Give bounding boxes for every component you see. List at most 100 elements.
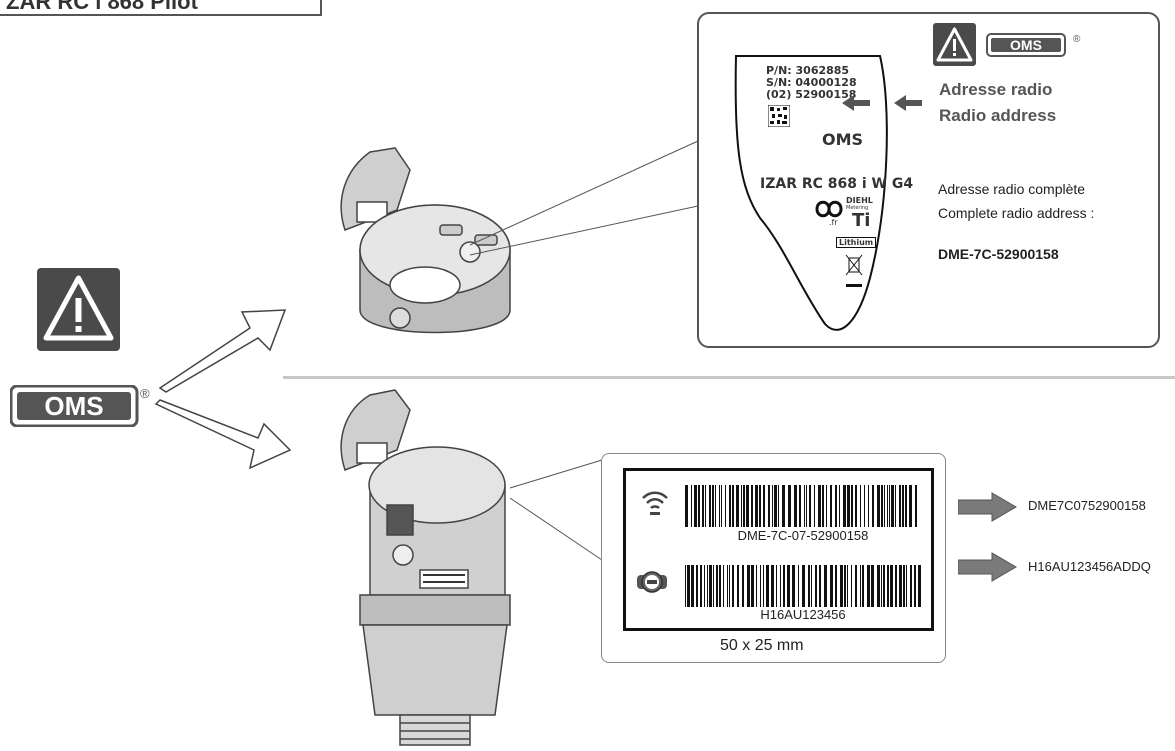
oms-logo-small: OMS — [986, 33, 1070, 57]
arrow-left-icon — [842, 95, 922, 111]
barcode-bar — [713, 565, 714, 607]
barcode-bar — [914, 565, 916, 607]
barcode-bar — [826, 485, 827, 527]
barcode-2-text: H16AU123456 — [760, 607, 846, 622]
metering-text: Metering — [846, 205, 869, 211]
arrow-right-icon — [958, 492, 1017, 522]
barcode-bar — [802, 565, 805, 607]
label-model: IZAR RC 868 i W G4 — [760, 176, 914, 192]
complete-address-fr: Adresse radio complète — [938, 181, 1086, 197]
wifi-icon — [642, 491, 668, 515]
arrow-right-icon-2 — [958, 552, 1017, 582]
barcode-bar — [685, 565, 686, 607]
barcode-bar — [835, 485, 837, 527]
ti-text: Ti — [852, 210, 871, 231]
barcode-bar — [855, 565, 857, 607]
barcode-bar — [756, 565, 757, 607]
barcode-bar — [830, 485, 832, 527]
barcode-bar — [792, 565, 795, 607]
complete-address-value: DME-7C-52900158 — [938, 246, 1059, 262]
barcode-bar — [899, 485, 901, 527]
barcode-bar — [881, 565, 882, 607]
barcode-bar — [895, 485, 896, 527]
barcode-1-text: DME-7C-07-52900158 — [737, 528, 869, 543]
oms-logo-small-text: OMS — [1010, 37, 1042, 53]
label-code: (02) 52900158 — [766, 88, 857, 101]
barcode-bar — [774, 485, 777, 527]
oms-logo: OMS — [9, 384, 150, 428]
barcode-bar — [895, 565, 897, 607]
device-bottom-image — [340, 389, 511, 746]
barcode-bar — [890, 565, 893, 607]
barcode-bar — [763, 565, 764, 607]
barcode-bar — [891, 485, 894, 527]
barcode-bar — [887, 485, 888, 527]
barcode-bar — [719, 565, 721, 607]
barcode-bar — [883, 565, 885, 607]
barcode-bar — [835, 565, 837, 607]
barcode-bar — [840, 565, 843, 607]
barcode-bar — [808, 565, 810, 607]
barcode-bar — [715, 485, 716, 527]
barcode-bar — [702, 485, 704, 527]
barcode-bar — [815, 565, 817, 607]
barcode-bar — [759, 485, 761, 527]
barcode-bar — [787, 565, 790, 607]
barcode-bar — [843, 485, 846, 527]
registered-mark: ® — [140, 386, 150, 401]
barcode-bar — [830, 565, 833, 607]
barcode-bar — [818, 485, 821, 527]
radio-address-en: Radio address — [939, 106, 1057, 125]
barcode-bar — [804, 485, 805, 527]
barcode-bar — [809, 485, 811, 527]
barcode-bar — [687, 565, 690, 607]
barcode-bar — [691, 565, 694, 607]
barcode-bar — [855, 485, 857, 527]
barcode-bar — [698, 485, 700, 527]
datamatrix-code — [768, 105, 790, 127]
weee-bin-icon — [845, 254, 863, 287]
device-top-image — [340, 147, 511, 334]
barcode-bar — [732, 565, 734, 607]
barcode-bar — [755, 485, 758, 527]
complete-address-en: Complete radio address : — [938, 205, 1095, 221]
barcode-bar — [743, 485, 745, 527]
barcode-bar — [864, 485, 865, 527]
barcode-bar — [799, 485, 801, 527]
barcode-bar — [872, 485, 874, 527]
barcode-bar — [737, 565, 739, 607]
barcode-bar — [844, 565, 846, 607]
barcode-bar — [899, 565, 902, 607]
barcode-bar — [877, 565, 880, 607]
barcode-bar — [788, 485, 791, 527]
barcode-bar — [782, 485, 785, 527]
barcode-bar — [716, 565, 718, 607]
output-radio-address: DME7C0752900158 — [1028, 498, 1146, 513]
diehl-text: DIEHL — [846, 196, 873, 205]
label-size: 50 x 25 mm — [720, 637, 804, 654]
barcode-bar — [889, 485, 890, 527]
barcode-bar — [763, 485, 765, 527]
barcode-bar — [685, 485, 688, 527]
barcode-bar — [727, 565, 728, 607]
diagram-title: ZAR RC i 868 Pilot — [0, 0, 322, 16]
barcode-bar — [768, 485, 770, 527]
diehl-logo-icon — [815, 200, 843, 218]
barcode-bar — [742, 565, 744, 607]
meter-icon — [637, 571, 667, 593]
barcode-bar — [772, 485, 773, 527]
barcode-bar — [860, 565, 861, 607]
barcode-bar — [871, 565, 874, 607]
barcode-bar — [719, 485, 720, 527]
label-sn: S/N: 04000128 — [766, 76, 857, 89]
section-divider — [283, 376, 1175, 379]
barcode-bar — [747, 565, 750, 607]
barcode-bar — [741, 485, 742, 527]
barcode-bar — [881, 485, 883, 527]
barcode-bar — [704, 565, 705, 607]
barcode-bar — [903, 565, 905, 607]
barcode-bar — [862, 565, 864, 607]
barcode-bar — [721, 485, 722, 527]
barcode-bar — [814, 485, 815, 527]
